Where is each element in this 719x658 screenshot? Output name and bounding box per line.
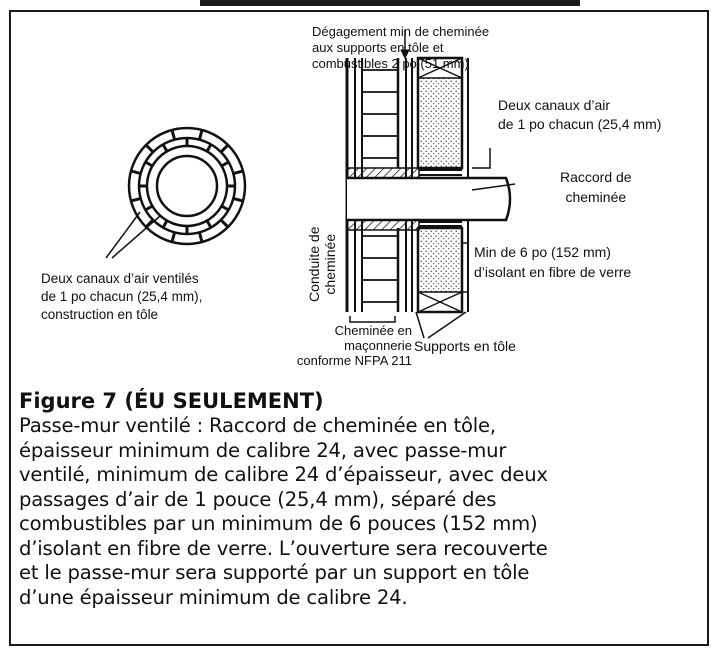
caption-line-8: d’une épaisseur minimum de calibre 24. [19,585,408,609]
masonry-line-2: maçonnerie [344,338,412,353]
thimble-spoke [170,231,177,243]
thimble-spoke [197,231,204,243]
air-channels-left-line-3: construction en tôle [41,307,159,322]
caption-line-3: ventilé, minimum de calibre 24 d’épaisse… [19,463,548,486]
air-channels-right-label: Deux canaux d’air de 1 po chacun (25,4 m… [498,96,661,134]
insulation-line-1: Min de 6 po (152 mm) [474,244,611,260]
caption-line-7: et le passe-mur sera supporté par un sup… [19,561,530,584]
caption-line-2: épaisseur minimum de calibre 24, avec pa… [19,438,507,462]
air-channels-left-line-1: Deux canaux d’air ventilés [41,271,199,286]
clearance-line-2: aux supports en tôle et [312,40,444,55]
thimble-spoke [130,169,142,176]
figure-frame [9,10,709,646]
top-rule [200,0,580,6]
masonry-line-3: conforme NFPA 211 [296,353,412,368]
masonry-line-1: Cheminée en [334,323,412,338]
thimble-spoke [144,218,155,229]
air-channels-left-label: Deux canaux d’air ventilés de 1 po chacu… [41,270,202,324]
connector-line-1: Raccord de [560,169,632,185]
thimble-spoke [205,219,213,229]
thimble-spoke [144,160,154,168]
thimble-spoke [144,143,155,154]
thimble-spoke [161,219,169,229]
thimble-spoke [205,143,213,153]
thimble-spoke [197,129,204,141]
clearance-line-3: combustibles 2 po (51 mm) [312,56,469,71]
thimble-spoke [232,196,244,203]
air-channels-right-line-1: Deux canaux d’air [498,97,611,113]
insulation-line-2: d’isolant en fibre de verre [474,264,632,280]
connector-label: Raccord de cheminée [560,167,632,207]
supports-label: Supports en tôle [414,338,516,354]
clearance-line-1: Dégagement min de cheminée [312,24,490,39]
thimble-spoke [220,160,230,168]
wall-pass-through-section [345,30,516,339]
air-channels-left-line-2: de 1 po chacun (25,4 mm), [41,289,203,304]
connector-line-2: cheminée [565,189,627,205]
flue-label: Conduite de cheminée [306,226,338,302]
figure-title: Figure 7 (ÉU SEULEMENT) [19,389,324,413]
thimble-spoke [170,129,177,141]
figure-caption: Figure 7 (ÉU SEULEMENT) Passe-mur ventil… [19,388,709,610]
caption-line-1: Passe-mur ventilé : Raccord de cheminée … [19,414,496,437]
flue-line-2: cheminée [322,233,338,295]
thimble-spoke [144,204,154,212]
thimble-spoke [219,143,230,154]
caption-line-6: d’isolant en fibre de verre. L’ouverture… [19,536,548,560]
masonry-label: Cheminée en maçonnerie conforme NFPA 211 [270,323,412,368]
caption-line-4: passages d’air de 1 pouce (25,4 mm), sép… [19,487,497,511]
clearance-label: Dégagement min de cheminée aux supports … [312,24,489,72]
flue-line-1: Conduite de [306,226,322,302]
air-channels-right-line-2: de 1 po chacun (25,4 mm) [498,116,662,132]
caption-line-5: combustibles par un minimum de 6 pouces … [19,512,538,535]
thimble-spoke [232,169,244,176]
thimble-spoke [220,204,230,212]
thimble-spoke [161,143,169,153]
insulation-label: Min de 6 po (152 mm) d’isolant en fibre … [474,242,631,282]
thimble-cross-section [105,126,247,259]
thimble-spoke [130,196,142,203]
figure-description: Passe-mur ventilé : Raccord de cheminée … [19,414,709,610]
thimble-diagram [105,30,516,339]
thimble-spoke [219,218,230,229]
